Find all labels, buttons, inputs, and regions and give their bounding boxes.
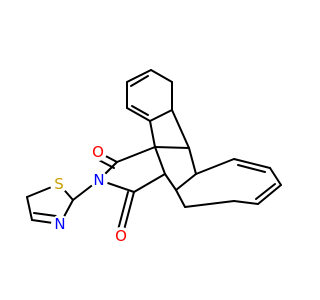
bond — [257, 184, 282, 205]
atom-label-nitrogen-thiazole: N — [54, 215, 65, 233]
atom-o-bottom: O — [112, 227, 130, 245]
atom-n-thiazole: N — [51, 215, 69, 233]
bond — [126, 107, 151, 122]
bond — [26, 196, 33, 221]
bond — [149, 109, 173, 122]
atom-n-imide: N — [90, 171, 108, 189]
atom-background — [89, 143, 107, 161]
bond — [233, 200, 259, 205]
atom-label-oxygen-top: O — [92, 143, 104, 161]
bond — [149, 120, 156, 148]
atom-s-thiazole: S — [50, 175, 68, 193]
molecule-structure: O N O S N — [26, 69, 282, 245]
bond — [131, 105, 149, 116]
bond — [175, 189, 186, 208]
bond — [188, 147, 197, 175]
atom-background — [51, 215, 69, 233]
bond — [133, 173, 166, 193]
bond — [154, 146, 166, 175]
bond — [184, 200, 235, 208]
bond — [116, 146, 156, 163]
atom-background — [112, 227, 130, 245]
bond — [150, 69, 173, 83]
bond — [237, 164, 266, 173]
bond — [130, 75, 149, 87]
bond — [175, 173, 197, 191]
atom-label-oxygen-bottom: O — [115, 227, 127, 245]
atom-o-top: O — [89, 143, 107, 161]
atom-background — [90, 171, 108, 189]
atom-label-nitrogen-imide: N — [93, 171, 104, 189]
bonds — [26, 69, 282, 231]
bond — [33, 212, 57, 217]
bond — [123, 191, 135, 231]
bond — [195, 158, 235, 175]
atom-label-sulfur: S — [54, 175, 64, 193]
atom-background — [50, 175, 68, 193]
bond — [255, 183, 276, 200]
bond — [171, 109, 190, 149]
molecule-canvas: O N O S N — [26, 69, 282, 245]
bond — [117, 191, 129, 231]
bond — [164, 173, 177, 191]
bond — [154, 146, 190, 149]
bond — [233, 158, 271, 169]
bond — [126, 69, 152, 83]
bond — [269, 167, 282, 186]
